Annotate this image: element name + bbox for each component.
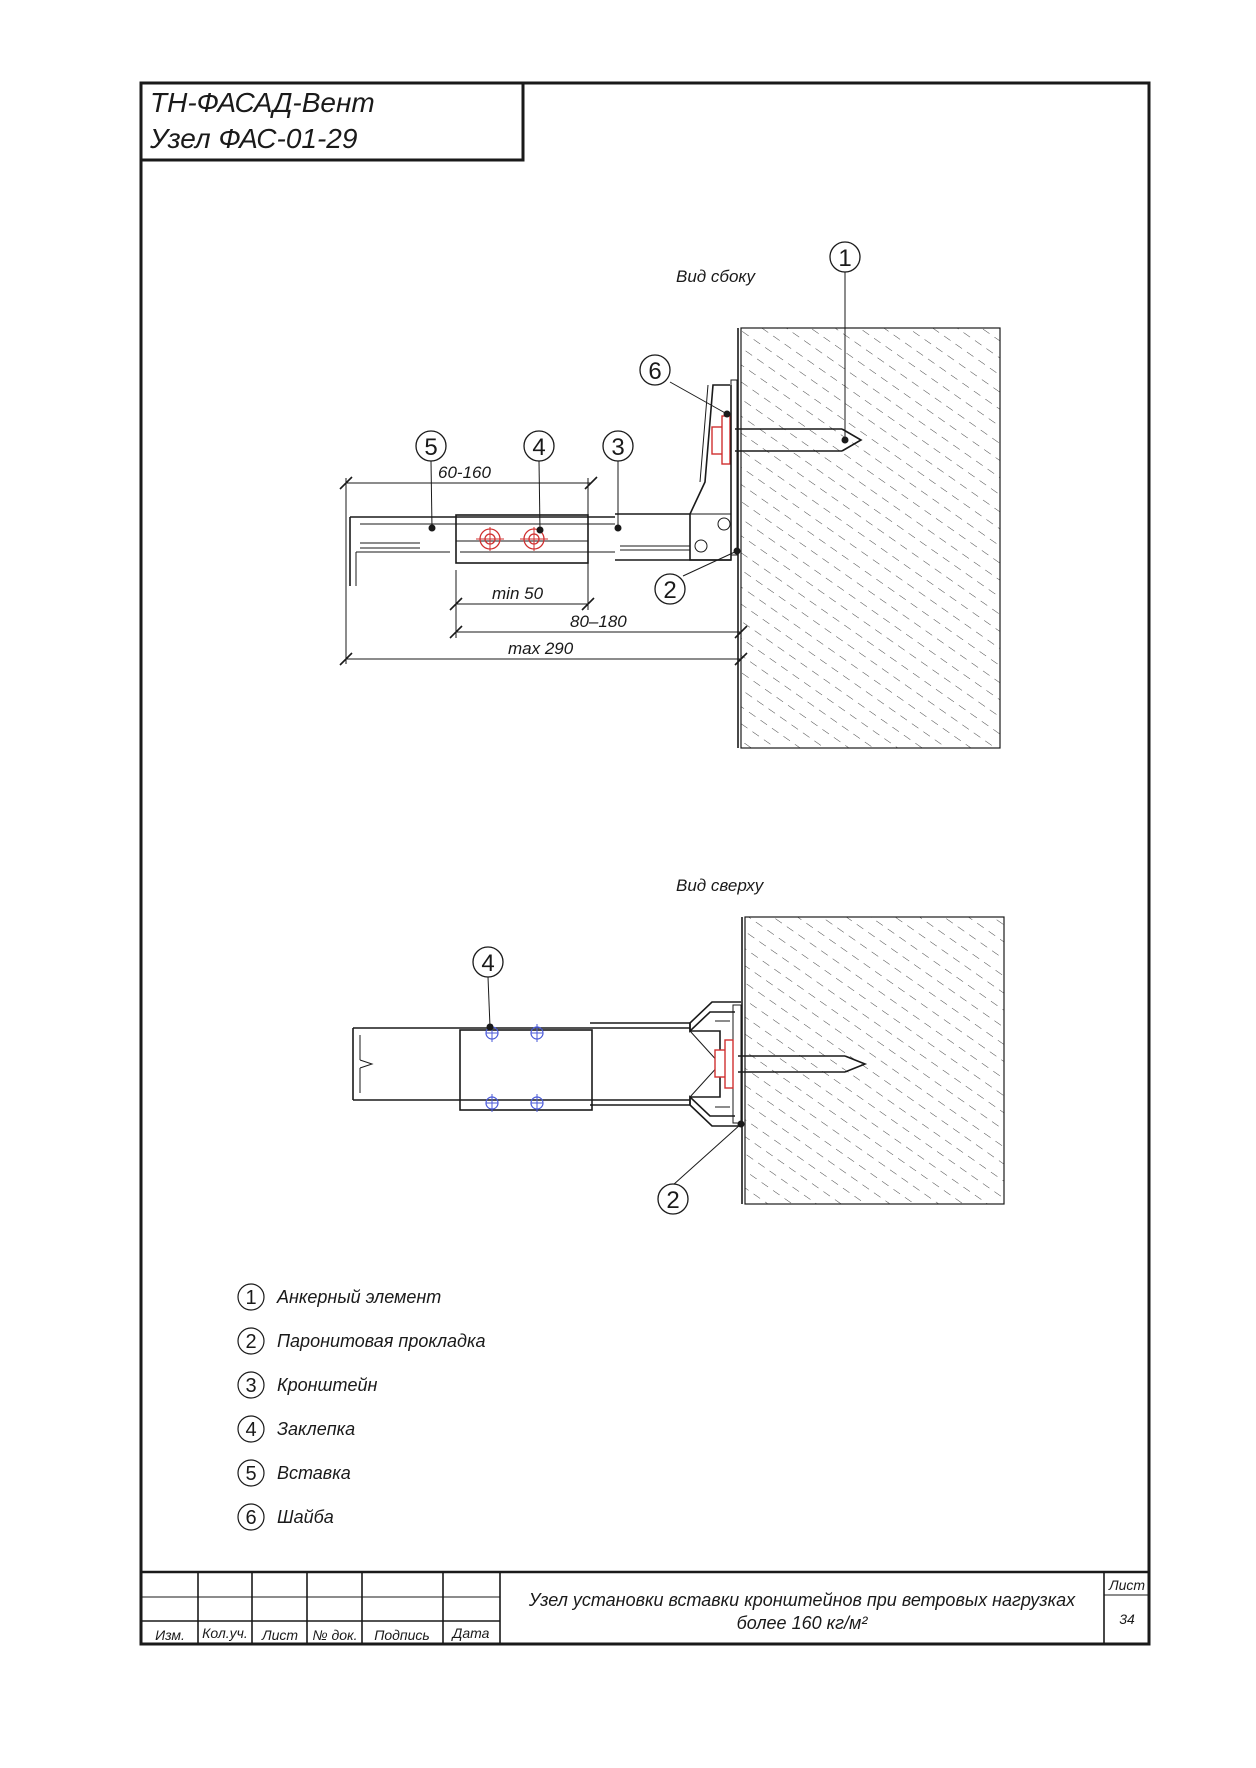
dim-80-180: 80–180 <box>570 612 627 631</box>
legend-item-3: 3 Кронштейн <box>237 1371 377 1399</box>
insert-top <box>352 1027 690 1111</box>
tb-sheet-number: 34 <box>1119 1611 1135 1627</box>
bracket-side <box>615 384 732 561</box>
legend-item-4: 4 Заклепка <box>237 1415 355 1443</box>
gasket-side <box>730 379 738 556</box>
tb-col-nodok: № док. <box>312 1627 357 1643</box>
tb-sheet-label: Лист <box>1108 1577 1145 1593</box>
insert-side <box>349 514 615 586</box>
svg-text:Вставка: Вставка <box>277 1463 351 1483</box>
svg-text:6: 6 <box>245 1507 256 1529</box>
tb-col-podpis: Подпись <box>374 1627 430 1643</box>
svg-text:2: 2 <box>663 577 676 604</box>
dim-60-160: 60-160 <box>438 463 491 482</box>
callout-1-side: 1 <box>829 241 861 273</box>
header-line1: ТН-ФАСАД-Вент <box>150 87 375 118</box>
legend: 1 Анкерный элемент 2 Паронитовая проклад… <box>237 1283 485 1531</box>
svg-text:1: 1 <box>245 1287 256 1309</box>
callout-3-side: 3 <box>602 430 634 462</box>
svg-text:5: 5 <box>424 434 437 461</box>
header-line2: Узел ФАС-01-29 <box>149 123 357 154</box>
legend-item-6: 6 Шайба <box>237 1503 334 1531</box>
dim-max-290: max 290 <box>508 639 574 658</box>
callout-5-side: 5 <box>415 430 447 462</box>
anchor-element-side <box>711 415 863 465</box>
tb-col-list: Лист <box>261 1627 298 1643</box>
svg-text:3: 3 <box>245 1375 256 1397</box>
tb-title-line2: более 160 кг/м² <box>737 1613 869 1633</box>
leaders-side <box>428 272 849 577</box>
svg-text:2: 2 <box>245 1331 256 1353</box>
svg-text:Анкерный элемент: Анкерный элемент <box>276 1287 441 1307</box>
svg-text:Кронштейн: Кронштейн <box>277 1375 377 1395</box>
callout-2-side: 2 <box>654 573 686 605</box>
sheet-frame <box>139 81 1151 1646</box>
tb-title-line1: Узел установки вставки кронштейнов при в… <box>528 1590 1076 1610</box>
callout-4-top: 4 <box>472 946 504 978</box>
view-label-top: Вид сверху <box>676 876 765 895</box>
svg-text:3: 3 <box>611 434 624 461</box>
wall-top <box>741 916 1005 1205</box>
tb-col-kol: Кол.уч. <box>202 1625 248 1641</box>
dim-min-50: min 50 <box>492 584 544 603</box>
svg-text:4: 4 <box>245 1419 256 1441</box>
svg-text:1: 1 <box>838 245 851 272</box>
svg-text:6: 6 <box>648 358 661 385</box>
gasket-top <box>732 1004 742 1124</box>
wall-side <box>737 327 1001 749</box>
svg-text:4: 4 <box>481 950 494 977</box>
svg-text:2: 2 <box>666 1187 679 1214</box>
view-label-side: Вид сбоку <box>676 267 756 286</box>
callout-2-top: 2 <box>657 1183 689 1215</box>
callout-6-side: 6 <box>639 354 671 386</box>
svg-text:4: 4 <box>532 434 545 461</box>
legend-item-2: 2 Паронитовая прокладка <box>237 1327 485 1355</box>
svg-text:Шайба: Шайба <box>277 1507 334 1527</box>
title-block <box>141 1570 1149 1644</box>
callout-4-side: 4 <box>523 430 555 462</box>
svg-text:5: 5 <box>245 1463 256 1485</box>
tb-col-data: Дата <box>451 1625 490 1641</box>
legend-item-5: 5 Вставка <box>237 1459 351 1487</box>
legend-item-1: 1 Анкерный элемент <box>237 1283 441 1311</box>
svg-text:Заклепка: Заклепка <box>277 1419 355 1439</box>
rivets-top <box>485 1024 544 1112</box>
leaders-top <box>486 976 745 1186</box>
tb-col-izm: Изм. <box>155 1627 185 1643</box>
anchor-element-top <box>714 1039 868 1089</box>
svg-text:Паронитовая прокладка: Паронитовая прокладка <box>277 1331 485 1351</box>
rivets-side <box>476 527 548 551</box>
header-box <box>139 81 525 162</box>
dimensions-side <box>339 476 748 666</box>
